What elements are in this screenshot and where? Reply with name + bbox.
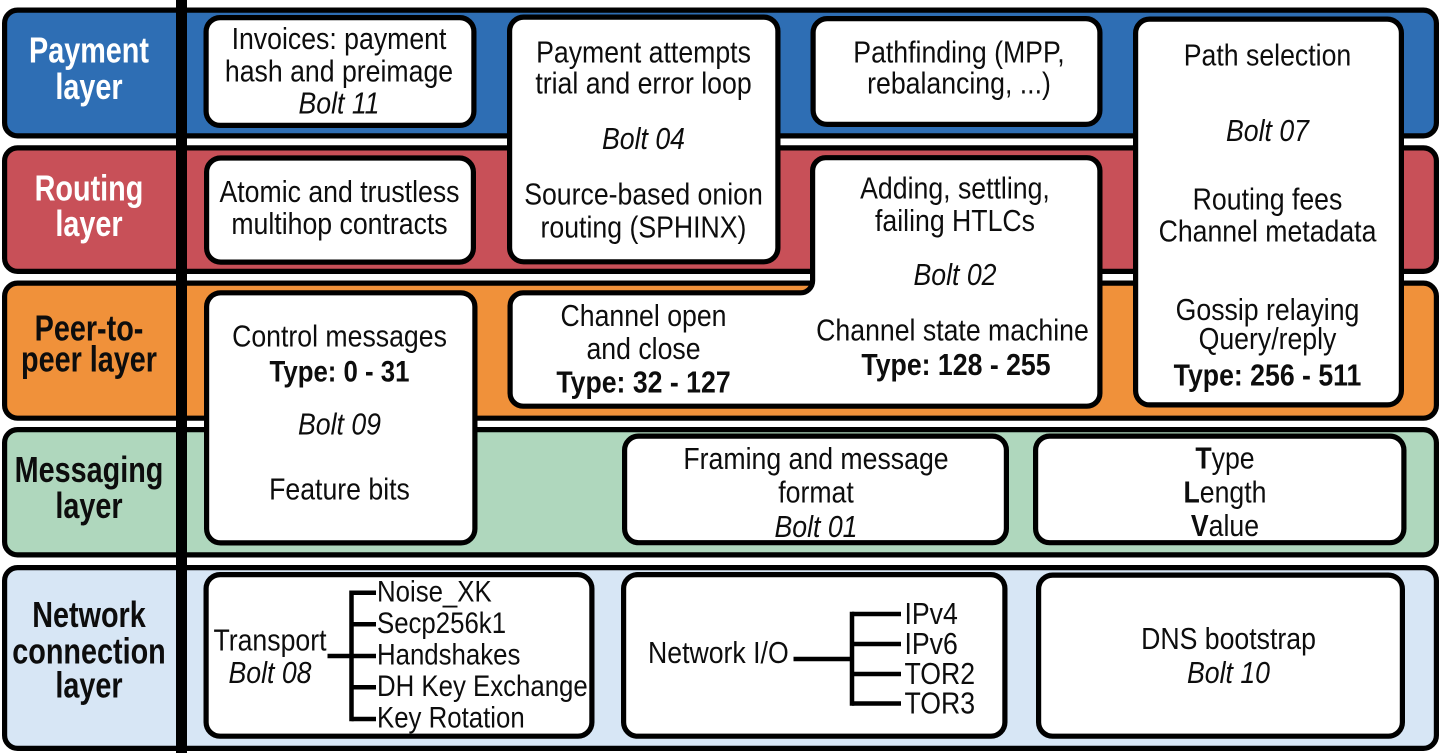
svg-text:peer layer: peer layer (21, 339, 157, 380)
svg-text:Adding, settling,: Adding, settling, (860, 171, 1050, 205)
svg-text:Transport: Transport (213, 624, 326, 658)
svg-text:trial and error loop: trial and error loop (535, 67, 751, 101)
svg-text:Routing fees: Routing fees (1193, 183, 1343, 217)
svg-text:Feature bits: Feature bits (269, 472, 410, 506)
svg-text:Bolt 11: Bolt 11 (298, 86, 379, 120)
svg-text:Bolt 04: Bolt 04 (602, 122, 685, 156)
svg-text:Key Rotation: Key Rotation (377, 701, 525, 734)
svg-text:Type: 0 - 31: Type: 0 - 31 (270, 355, 410, 388)
svg-text:Bolt 10: Bolt 10 (1187, 656, 1270, 690)
svg-text:Channel metadata: Channel metadata (1159, 215, 1378, 249)
svg-text:Gossip relaying: Gossip relaying (1176, 293, 1360, 327)
svg-text:Control messages: Control messages (232, 320, 447, 354)
svg-text:Bolt 01: Bolt 01 (775, 510, 858, 544)
svg-text:hash and preimage: hash and preimage (225, 55, 453, 89)
svg-text:Atomic and trustless: Atomic and trustless (220, 175, 460, 209)
svg-text:connection: connection (12, 630, 166, 671)
svg-text:Query/reply: Query/reply (1199, 322, 1337, 356)
svg-text:Type: 32 - 127: Type: 32 - 127 (556, 366, 730, 400)
svg-text:Payment attempts: Payment attempts (536, 36, 751, 70)
svg-text:and close: and close (586, 332, 700, 366)
svg-text:Bolt 09: Bolt 09 (298, 408, 381, 442)
svg-text:Network: Network (32, 594, 146, 635)
svg-text:layer: layer (55, 485, 123, 526)
svg-text:Path selection: Path selection (1184, 38, 1351, 72)
svg-text:rebalancing, ...): rebalancing, ...) (867, 67, 1051, 101)
svg-text:multihop contracts: multihop contracts (231, 207, 447, 241)
svg-text:DNS bootstrap: DNS bootstrap (1141, 622, 1316, 656)
svg-text:Routing: Routing (35, 167, 144, 208)
svg-text:Channel state machine: Channel state machine (816, 314, 1089, 348)
svg-text:Type: 128 - 255: Type: 128 - 255 (861, 348, 1050, 382)
svg-text:TOR2: TOR2 (904, 657, 975, 691)
svg-text:Value: Value (1191, 509, 1259, 543)
svg-text:Length: Length (1183, 476, 1266, 510)
svg-text:DH Key Exchange: DH Key Exchange (377, 669, 588, 702)
svg-text:IPv4: IPv4 (904, 597, 957, 631)
svg-text:Secp256k1: Secp256k1 (377, 606, 506, 639)
svg-text:Type: 256 - 511: Type: 256 - 511 (1174, 358, 1362, 392)
svg-text:Type: Type (1195, 442, 1254, 476)
svg-text:Messaging: Messaging (15, 449, 164, 490)
svg-text:Source-based onion: Source-based onion (524, 177, 763, 211)
svg-text:Invoices: payment: Invoices: payment (232, 22, 447, 56)
svg-text:Bolt 02: Bolt 02 (914, 258, 997, 292)
svg-text:Framing and message: Framing and message (683, 442, 948, 476)
svg-text:Payment: Payment (29, 30, 149, 71)
svg-text:Peer-to-: Peer-to- (35, 307, 144, 348)
svg-text:Handshakes: Handshakes (377, 638, 520, 671)
svg-text:layer: layer (55, 203, 123, 244)
svg-text:failing HTLCs: failing HTLCs (875, 204, 1035, 238)
svg-text:format: format (778, 476, 854, 510)
svg-text:routing (SPHINX): routing (SPHINX) (541, 211, 747, 245)
svg-text:Noise_XK: Noise_XK (377, 575, 492, 608)
svg-text:layer: layer (55, 665, 123, 706)
svg-text:IPv6: IPv6 (904, 627, 957, 661)
svg-text:Bolt 08: Bolt 08 (229, 656, 312, 690)
svg-text:Network I/O: Network I/O (648, 636, 789, 670)
svg-text:Bolt 07: Bolt 07 (1226, 114, 1310, 148)
svg-text:TOR3: TOR3 (904, 687, 975, 721)
svg-text:Channel open: Channel open (561, 299, 727, 333)
svg-text:Pathfinding (MPP,: Pathfinding (MPP, (853, 36, 1064, 70)
svg-text:layer: layer (55, 66, 123, 107)
